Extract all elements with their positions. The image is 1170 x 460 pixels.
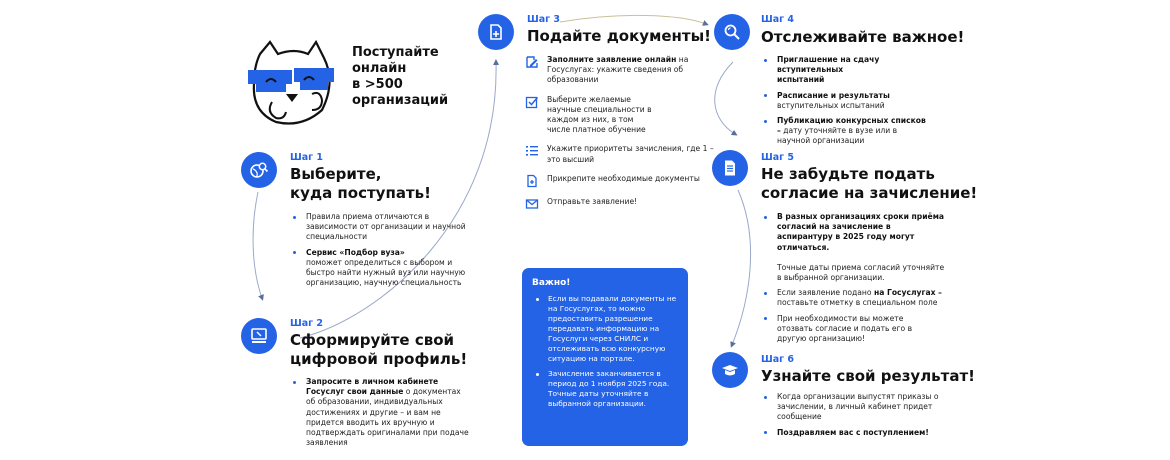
bullet-item: Расписание и результаты вступительных ис… [761, 91, 951, 111]
computer-icon [251, 328, 267, 343]
step3-items: Заполните заявление онлайн на Госуслугах… [525, 55, 715, 220]
important-bullets: Если вы подавали документы не на Госуслу… [532, 294, 678, 409]
bullet-bold: Расписание и результаты [777, 90, 890, 100]
important-box: Важно! Если вы подавали документы не на … [522, 268, 688, 446]
magnifier-icon [724, 24, 740, 40]
step5-title: Не забудьте подать согласие на зачислени… [761, 165, 977, 203]
step6-label: Шаг 6 [761, 354, 795, 365]
step6-icon-circle [712, 352, 748, 388]
bullet-bold: Поздравляем вас с поступлением! [777, 427, 929, 437]
intro-line: в >500 [352, 77, 403, 92]
step3-label: Шаг 3 [527, 14, 561, 25]
bullet-item: Если заявление подано на Госуслугах – по… [761, 288, 946, 308]
item-bold: Заполните заявление онлайн [547, 55, 677, 64]
bullet-item: Запросите в личном кабинете Госуслуг сво… [290, 377, 470, 448]
graduation-cap-icon [722, 365, 738, 376]
bullet-item: При необходимости вы можете отозвать сог… [761, 314, 921, 345]
bullet-text: вступительных испытаний [777, 100, 885, 110]
step1-icon-circle [241, 152, 277, 188]
intro-line: организаций [352, 93, 449, 108]
step4-bullets: Приглашение на сдачу вступительных испыт… [761, 55, 951, 152]
item-text: Отправьте заявление! [547, 196, 638, 206]
title-line: цифровой профиль! [290, 350, 468, 368]
cat-mascot-icon [248, 39, 334, 125]
title-line: Выберите, [290, 165, 382, 183]
title-line: Сформируйте свой [290, 331, 455, 349]
intro-line: онлайн [352, 61, 407, 76]
document-add-icon [490, 24, 502, 40]
step2-icon-circle [241, 318, 277, 354]
step2-label: Шаг 2 [290, 318, 324, 329]
bullet-text: поставьте отметку в специальном поле [777, 298, 938, 308]
globe-search-icon [250, 162, 269, 178]
bullet-item: Когда организации выпустят приказы о зач… [761, 392, 941, 423]
item-text: Выберите желаемые научные специальности … [547, 94, 652, 135]
step4-icon-circle [714, 14, 750, 50]
checkbox-icon [525, 96, 539, 108]
bullet-text: поможет определиться с выбором и быстро … [306, 257, 466, 288]
bullet-bold: В разных организациях сроки приёма согла… [777, 212, 945, 252]
bullet-text: Если заявление подано [777, 288, 874, 298]
item-text: Укажите приоритеты зачисления, где 1 – э… [547, 144, 714, 164]
bullet-text: дату уточняйте в вузе или в научной орга… [777, 126, 898, 146]
bullet-item: Правила приема отличаются в зависимости … [290, 212, 470, 243]
step3-icon-circle [478, 14, 514, 50]
attach-document-icon [527, 174, 537, 187]
bullet-text: При необходимости вы можете отозвать сог… [777, 313, 913, 344]
title-line: куда поступать! [290, 184, 431, 202]
step1-bullets: Правила приема отличаются в зависимости … [290, 212, 470, 293]
cat-mascot [242, 32, 342, 132]
bullet-text: о документах об образовании, индивидуаль… [306, 387, 469, 448]
step2-title: Сформируйте свой цифровой профиль! [290, 331, 467, 369]
important-title: Важно! [532, 278, 571, 288]
intro-line: Поступайте [352, 45, 439, 60]
important-bullet: Зачисление заканчивается в период до 1 н… [532, 369, 678, 409]
bullet-item: Приглашение на сдачу вступительных испыт… [761, 55, 881, 86]
title-line: Узнайте свой результат! [761, 367, 976, 385]
document-text-icon [725, 160, 735, 176]
step4-title: Отслеживайте важное! [761, 28, 964, 47]
item-text: Прикрепите необходимые документы [547, 173, 700, 183]
title-line: Отслеживайте важное! [761, 28, 965, 46]
bullet-text: Когда организации выпустят приказы о зач… [777, 392, 939, 422]
bullet-item: Публикацию конкурсных списков – дату уто… [761, 116, 931, 147]
doc-item: Отправьте заявление! [525, 197, 715, 211]
bullet-item: Сервис «Подбор вуза» поможет определитьс… [290, 248, 470, 289]
doc-item: Заполните заявление онлайн на Госуслугах… [525, 55, 715, 86]
doc-item: Прикрепите необходимые документы [525, 174, 715, 188]
step1-label: Шаг 1 [290, 152, 324, 163]
step6-bullets: Когда организации выпустят приказы о зач… [761, 392, 941, 443]
list-icon [526, 146, 538, 157]
bullet-bold: Приглашение на сдачу вступительных испыт… [777, 55, 880, 85]
bullet-item: В разных организациях сроки приёма согла… [761, 212, 946, 283]
step5-bullets: В разных организациях сроки приёма согла… [761, 212, 946, 349]
bullet-extra: Точные даты приема согласий уточняйте в … [777, 262, 945, 283]
step6-title: Узнайте свой результат! [761, 367, 975, 386]
step1-title: Выберите, куда поступать! [290, 165, 431, 203]
doc-item: Укажите приоритеты зачисления, где 1 – э… [525, 144, 715, 164]
step5-label: Шаг 5 [761, 152, 795, 163]
mail-icon [525, 199, 539, 209]
intro-text: Поступайте онлайн в >500 организаций [352, 45, 448, 109]
edit-icon [526, 56, 538, 68]
step3-title: Подайте документы! [527, 27, 711, 46]
step5-icon-circle [712, 150, 748, 186]
bullet-bold: Публикацию конкурсных списков – [777, 116, 926, 136]
doc-item: Выберите желаемые научные специальности … [525, 95, 715, 136]
bullet-bold: Сервис «Подбор вуза» [306, 247, 405, 257]
bullet-text: Правила приема отличаются в зависимости … [306, 212, 466, 242]
bullet-bold: Запросите в личном кабинете Госуслуг сво… [306, 377, 439, 397]
title-line: согласие на зачисление! [761, 184, 978, 202]
important-bullet: Если вы подавали документы не на Госуслу… [532, 294, 678, 364]
step2-bullets: Запросите в личном кабинете Госуслуг сво… [290, 377, 470, 453]
item-text: на Госуслугах: укажите сведения об образ… [547, 55, 689, 85]
bullet-bold: на Госуслугах – [873, 288, 942, 298]
title-line: Не забудьте подать [761, 165, 935, 183]
step4-label: Шаг 4 [761, 14, 795, 25]
bullet-item: Поздравляем вас с поступлением! [761, 428, 941, 438]
title-line: Подайте документы! [527, 27, 711, 45]
